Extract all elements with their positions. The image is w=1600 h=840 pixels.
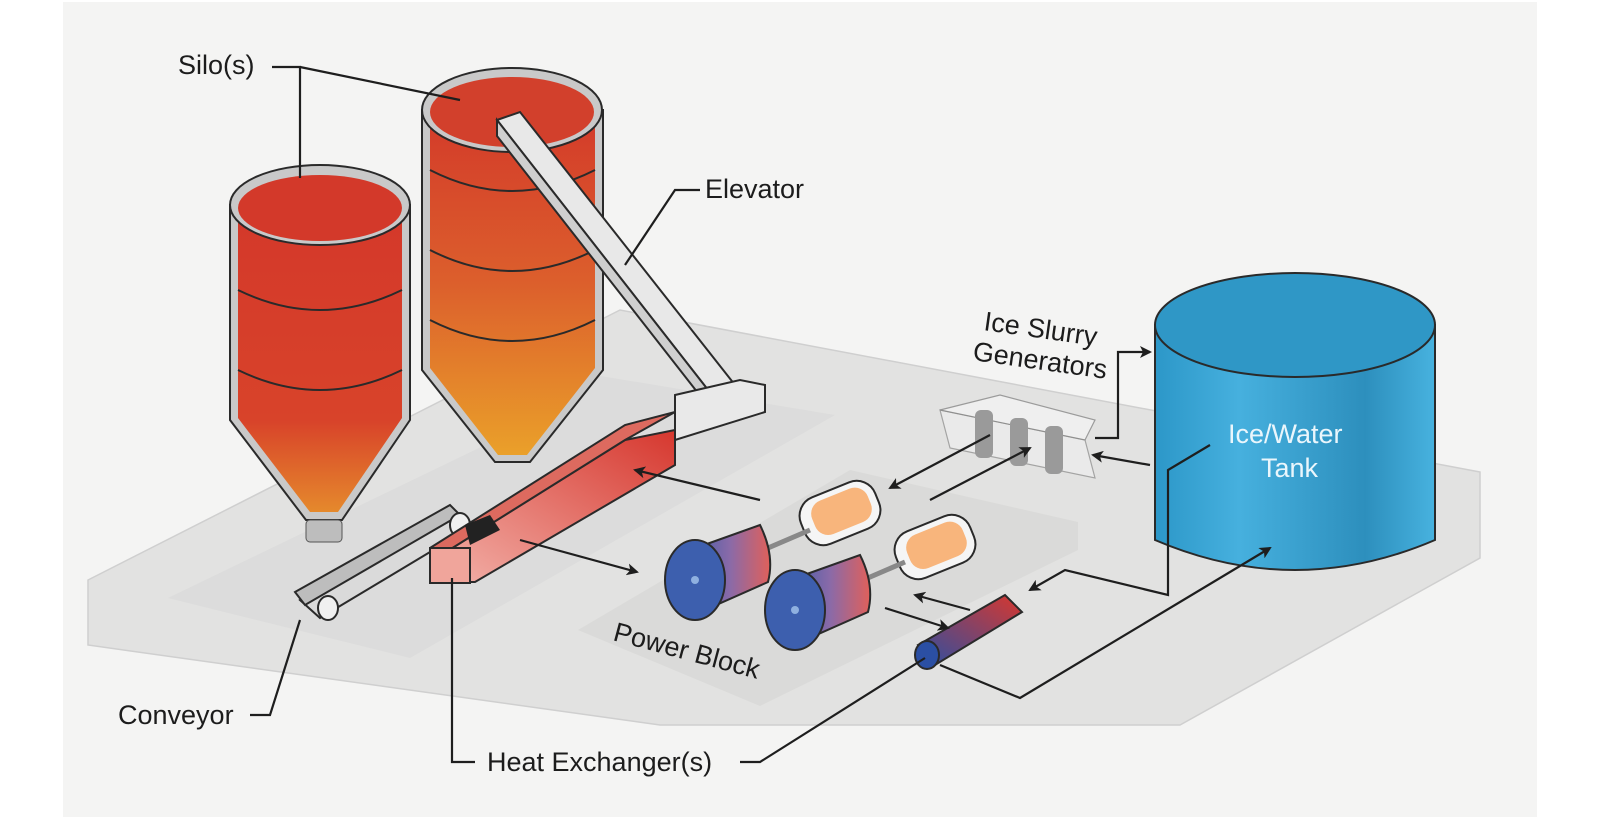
ice-water-tank: [1154, 272, 1436, 571]
silo-left: [229, 164, 411, 543]
leader-lines: [250, 65, 926, 764]
label-ice-water-line1: Ice/Water: [1228, 419, 1343, 449]
flow-arrows: [519, 346, 1272, 700]
conveyor: [293, 503, 472, 621]
generator-1: [798, 479, 882, 547]
ice-slurry-generators: [939, 394, 1096, 479]
generator-2: [893, 513, 977, 581]
label-ice-water-line2: Tank: [1261, 453, 1319, 483]
heat-exchanger-pipe: [914, 593, 1024, 670]
label-conveyor: Conveyor: [118, 700, 234, 730]
heat-exchanger-duct: [429, 411, 676, 584]
power-block: [664, 479, 977, 651]
label-silos: Silo(s): [178, 50, 255, 80]
label-elevator: Elevator: [705, 174, 804, 204]
turbine-2: [764, 553, 872, 651]
elevator: [495, 110, 766, 442]
label-heat-exchangers: Heat Exchanger(s): [487, 747, 712, 777]
turbine-1: [664, 523, 772, 621]
